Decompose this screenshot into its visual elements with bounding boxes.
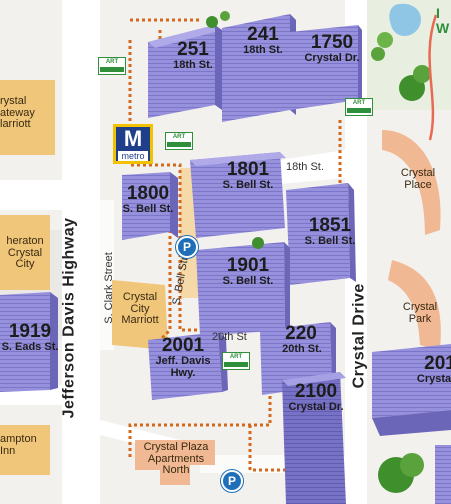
- building-1800[interactable]: [122, 172, 178, 240]
- pond: [389, 3, 421, 36]
- building-1750-number: 1750: [310, 32, 354, 53]
- building-220-number: 220: [285, 323, 317, 344]
- building-1800-number: 1800: [126, 183, 170, 204]
- building-1901-number: 1901: [226, 255, 270, 276]
- building-1901-street: S. Bell St.: [222, 275, 274, 287]
- road-label-jefferson-davis: Jefferson Davis Highway: [60, 217, 78, 419]
- building-1801[interactable]: [190, 152, 286, 238]
- road-label-20th: 20th St: [212, 331, 247, 343]
- art-label: ART: [105, 59, 119, 65]
- place-corner-text: I W: [436, 5, 450, 36]
- place-crystal-city-marriott: Crystal City Marriott: [121, 291, 159, 327]
- road-label-crystal-drive: Crystal Drive: [350, 283, 368, 389]
- art-bus-stop-icon[interactable]: ART: [165, 132, 193, 150]
- tree: [220, 11, 230, 21]
- building-1750-street: Crystal Dr.: [304, 52, 360, 64]
- road-jefferson-davis: [62, 0, 100, 504]
- building-1750[interactable]: [290, 25, 362, 110]
- crystal-plaza-apartments: [135, 440, 215, 485]
- art-bus-stop-icon[interactable]: ART: [98, 57, 126, 75]
- place-crystal-plaza: Crystal Plaza Apartments North: [143, 441, 209, 477]
- building-241-street: 18th St.: [243, 44, 283, 56]
- metro-station-icon[interactable]: M metro: [113, 124, 153, 164]
- parking-icon[interactable]: P: [176, 236, 198, 258]
- art-label: ART: [229, 354, 243, 360]
- building-1801-street: S. Bell St.: [222, 179, 274, 191]
- metro-word: metro: [118, 151, 148, 161]
- tree: [252, 237, 264, 249]
- parking-icon[interactable]: P: [221, 470, 243, 492]
- building-2001-street: Jeff. Davis Hwy.: [155, 355, 211, 379]
- place-hampton: ampton Inn: [0, 433, 37, 457]
- building-1901[interactable]: [196, 242, 290, 336]
- building-220-street: 20th St.: [282, 343, 322, 355]
- building-1919-number: 1919: [8, 321, 52, 342]
- road-18th: [0, 180, 62, 210]
- building-1801-number: 1801: [226, 159, 270, 180]
- road-18th-east: [280, 150, 345, 184]
- place-sheraton: heraton Crystal City: [6, 235, 44, 271]
- place-crystal-park: Crystal Park: [402, 301, 438, 325]
- building-1851[interactable]: [286, 183, 356, 285]
- road-crystal-drive: [345, 0, 367, 504]
- building-251[interactable]: [148, 25, 222, 118]
- art-bus-stop-icon[interactable]: ART: [222, 352, 250, 370]
- road-label-18th: 18th St.: [286, 161, 324, 173]
- building-201-number: 201: [424, 353, 451, 374]
- building-2100-street: Crystal Dr.: [288, 401, 344, 413]
- place-gateway-marriott: rystal ateway larriott: [0, 95, 35, 131]
- art-bus-stop-icon[interactable]: ART: [345, 98, 373, 116]
- building-2100[interactable]: [282, 372, 346, 504]
- hotel-sheraton: [0, 215, 50, 290]
- hotel-hampton: [0, 425, 50, 475]
- tree: [206, 16, 218, 28]
- building-1919-street: S. Eads St.: [1, 341, 59, 353]
- crystal-park: [388, 260, 441, 350]
- building-201[interactable]: [372, 344, 451, 436]
- metro-letter: M: [123, 126, 143, 151]
- building-251-street: 18th St.: [173, 59, 213, 71]
- building-251-number: 251: [177, 39, 209, 60]
- hotel-gateway-marriott: [0, 80, 55, 155]
- art-label: ART: [172, 134, 186, 140]
- building-corner-right: [435, 445, 451, 504]
- building-2100-number: 2100: [294, 381, 338, 402]
- building-201-street: Crysta: [416, 373, 451, 385]
- tree: [377, 32, 393, 48]
- tree: [400, 453, 424, 477]
- art-label: ART: [352, 100, 366, 106]
- hotel-crystal-city-marriott: [112, 280, 168, 350]
- building-1851-street: S. Bell St.: [304, 235, 356, 247]
- park-trail: [428, 14, 438, 141]
- building-1919[interactable]: [0, 292, 58, 392]
- crystal-place: [382, 130, 441, 235]
- place-crystal-place: Crystal Place: [400, 167, 436, 191]
- tree: [371, 47, 385, 61]
- road-clark: [100, 200, 114, 350]
- tree: [413, 65, 431, 83]
- building-1800-street: S. Bell St.: [122, 203, 174, 215]
- building-1851-number: 1851: [308, 215, 352, 236]
- building-241-number: 241: [247, 24, 279, 45]
- building-2001-number: 2001: [161, 335, 205, 356]
